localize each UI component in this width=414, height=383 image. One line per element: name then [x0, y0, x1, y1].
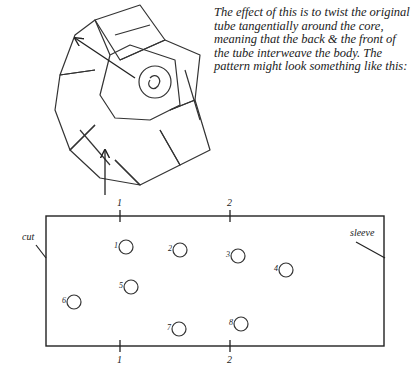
direction-arrow: [104, 150, 105, 195]
tick-marks: [120, 210, 230, 352]
leader-line: [36, 245, 46, 258]
callout-number: 4: [274, 265, 278, 273]
tick-label: 1: [117, 355, 122, 365]
direction-arrow: [75, 38, 135, 78]
part-label: cut: [22, 232, 34, 242]
tick-label: 2: [227, 355, 232, 365]
pattern-rectangle: [46, 216, 384, 346]
callout-number: 2: [168, 245, 172, 253]
tick-label: 1: [117, 198, 122, 208]
leader-line: [356, 242, 385, 258]
callout-number: 6: [62, 297, 66, 305]
pattern-holes: [67, 240, 293, 336]
callout-number: 8: [229, 319, 233, 327]
callout-number: 7: [167, 324, 171, 332]
callout-number: 3: [226, 251, 230, 259]
handwritten-note: The effect of this is to twist the origi…: [214, 6, 410, 74]
part-label: sleeve: [350, 228, 374, 238]
twisted-tube: [55, 5, 210, 185]
tick-label: 2: [227, 198, 232, 208]
callout-number: 5: [119, 282, 123, 290]
callout-number: 1: [114, 242, 118, 250]
